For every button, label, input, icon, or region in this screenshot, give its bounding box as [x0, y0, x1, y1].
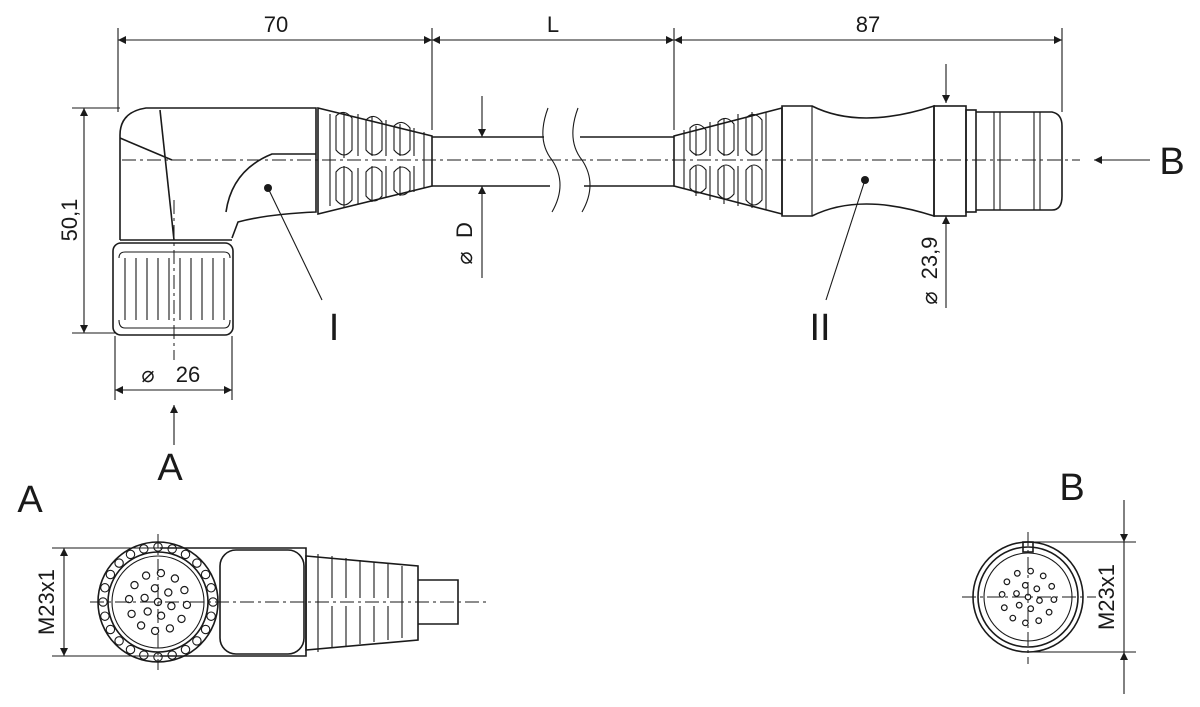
contact-pin: [1035, 617, 1043, 625]
dimension-diameter-nut-text: 26: [176, 362, 200, 387]
dimension-diameter-body: ⌀ 23,9: [917, 64, 950, 308]
view-b-title: B: [1059, 467, 1084, 509]
dimension-diameter-nut: ⌀ 26: [114, 336, 233, 400]
contact-pin: [1027, 605, 1035, 613]
contact-pin: [998, 591, 1006, 598]
knurl-bump: [100, 611, 110, 621]
dimension-length-right: 87: [674, 12, 1063, 112]
knurl-bump: [114, 636, 124, 646]
knurl-bump: [192, 636, 202, 646]
contact-pin: [143, 607, 152, 616]
knurl-bump: [139, 544, 149, 554]
contact-pin: [182, 600, 192, 610]
knurl-bump: [100, 583, 110, 593]
contact-pin: [1045, 608, 1053, 616]
contact-pin: [1022, 619, 1029, 627]
knurl-bump: [180, 549, 191, 560]
contact-pin: [156, 611, 166, 620]
contact-pin: [127, 609, 136, 619]
contact-pin: [170, 574, 180, 583]
dimension-length-left-text: 70: [264, 12, 288, 37]
contact-pin: [140, 593, 149, 603]
contact-pin: [165, 624, 175, 633]
dimension-height-left-text: 50,1: [57, 199, 82, 242]
contact-pin: [1009, 614, 1017, 622]
dimension-diameter-body-symbol: ⌀: [917, 291, 942, 304]
view-arrow-b-label: B: [1159, 141, 1184, 183]
contact-pin: [1048, 582, 1056, 590]
connector-one-angled: [112, 106, 433, 336]
knurl-bump: [167, 544, 177, 554]
dimension-diameter-cable-symbol: ⌀: [452, 251, 477, 264]
knurl-bump: [139, 650, 149, 660]
dimension-length-left: 70: [117, 12, 433, 130]
knurl-bump: [206, 611, 216, 621]
contact-pin: [1013, 590, 1020, 597]
part-one-label: I: [329, 307, 340, 349]
thread-dimension-view-b: M23x1: [1030, 500, 1136, 694]
knurl-bump: [192, 558, 202, 568]
connector-two-straight: [673, 104, 1063, 301]
dimension-length-cable: L: [432, 12, 675, 130]
contact-pin: [1000, 604, 1008, 612]
contact-pin: [167, 601, 176, 611]
contact-pin: [136, 621, 146, 630]
view-arrow-a: A: [157, 405, 183, 489]
view-a-pin-pattern: [124, 568, 192, 636]
contact-pin: [180, 585, 189, 595]
contact-pin: [150, 626, 160, 636]
view-b: B M23x1: [962, 467, 1136, 694]
contact-pin: [1013, 569, 1021, 577]
dimension-diameter-cable-text: D: [452, 222, 477, 238]
dimension-diameter-body-text: 23,9: [917, 237, 942, 280]
contact-pin: [156, 568, 166, 578]
part-two-label: II: [809, 307, 830, 349]
knurl-bump: [200, 569, 211, 580]
dimension-height-left: 50,1: [57, 107, 120, 334]
view-b-pin-pattern: [998, 567, 1058, 627]
knurl-bump: [105, 624, 116, 635]
contact-pin: [1021, 581, 1029, 589]
contact-pin: [1027, 567, 1034, 575]
dimension-diameter-cable: ⌀ D: [452, 96, 486, 278]
dimension-length-cable-text: L: [547, 12, 559, 37]
view-a-title: A: [17, 479, 43, 521]
knurl-bump: [105, 569, 116, 580]
knurl-bump: [206, 583, 216, 593]
knurl-bump: [125, 644, 136, 655]
contact-pin: [1015, 601, 1023, 609]
knurl-bump: [200, 624, 211, 635]
knurl-bump: [180, 644, 191, 655]
view-a: A M23x1: [17, 479, 488, 670]
thread-dimension-view-a-text: M23x1: [34, 569, 59, 635]
thread-dimension-view-b-text: M23x1: [1094, 564, 1119, 630]
contact-pin: [1039, 572, 1047, 580]
contact-pin: [164, 588, 173, 597]
contact-pin: [1036, 597, 1043, 604]
view-arrow-b: B: [1094, 141, 1185, 183]
knurl-bump: [114, 558, 124, 568]
knurl-bump: [167, 650, 177, 660]
strain-relief-boot-one: [317, 106, 433, 216]
contact-pin: [150, 584, 160, 593]
dimension-length-right-text: 87: [856, 12, 880, 37]
contact-pin: [1050, 596, 1058, 603]
contact-pin: [141, 571, 151, 580]
dimension-diameter-nut-symbol: ⌀: [141, 362, 154, 387]
contact-pin: [1033, 585, 1041, 593]
contact-pin: [177, 614, 186, 624]
contact-pin: [130, 580, 139, 590]
knurl-bump: [125, 549, 136, 560]
contact-pin: [1003, 578, 1011, 586]
contact-pin: [124, 594, 134, 604]
view-arrow-a-label: A: [157, 447, 183, 489]
strain-relief-boot-two: [673, 106, 783, 216]
